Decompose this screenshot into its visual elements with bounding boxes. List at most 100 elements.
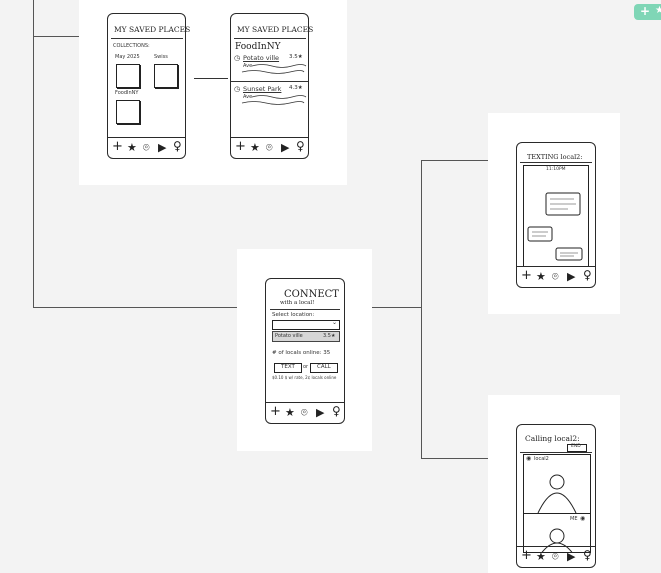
pricing-footnote: $0.10 $ w/ rate, 2¢ locals online xyxy=(272,375,337,380)
pin-icon[interactable]: ⌾ xyxy=(552,550,559,563)
star-icon[interactable]: ★ xyxy=(127,141,137,154)
title-underline xyxy=(270,309,340,310)
bottom-nav: + ★ ⌾ ▶ ♀ xyxy=(231,137,308,158)
page-subtitle: with a local! xyxy=(280,300,315,306)
record-icon: ◉ xyxy=(580,515,586,522)
connector-right-top xyxy=(421,160,488,162)
person-icon[interactable]: ♀ xyxy=(583,268,592,282)
scribble-lines xyxy=(241,95,307,105)
select-location-label: Select location: xyxy=(272,312,315,318)
flow-arrow xyxy=(194,78,228,80)
option-rating: 3.5★ xyxy=(323,333,336,339)
place-name: Potato ville xyxy=(243,54,280,62)
connector-right-bottom xyxy=(421,458,488,460)
star-icon[interactable]: ★ xyxy=(285,406,295,419)
collection-label-may: May 2025 xyxy=(115,54,140,60)
collection-label-food: FoodInNY xyxy=(115,90,139,96)
connector-left-top xyxy=(33,36,79,38)
video-icon[interactable]: ▶ xyxy=(281,141,290,154)
phone-connect: CONNECT with a local! Select location: ⌄… xyxy=(265,278,345,424)
place-rating: 3.5★ xyxy=(289,54,303,60)
locals-online-count: # of locals online: 35 xyxy=(272,350,331,356)
chat-area: 11:10PM xyxy=(523,165,589,267)
video-icon[interactable]: ▶ xyxy=(567,550,576,563)
end-call-label: END xyxy=(571,444,581,449)
collection-heading: FoodInNY xyxy=(235,42,281,52)
person-icon[interactable]: ♀ xyxy=(332,404,341,418)
remote-video: ◉ local2 xyxy=(523,454,591,514)
connector-right-main xyxy=(372,307,422,309)
card-texting: TEXTING local2: 11:10PM + ★ ⌾ ▶ ♀ xyxy=(488,113,620,314)
place-name: Sunset Park xyxy=(243,85,282,93)
page-title: CONNECT xyxy=(284,289,339,300)
or-label: or xyxy=(303,364,309,370)
phone-calling: Calling local2: END ◉ local2 ME ◉ + ★ ⌾ … xyxy=(516,424,596,568)
pin-icon[interactable]: ⌾ xyxy=(552,270,559,283)
connector-left-vertical xyxy=(33,0,35,308)
collection-label-swiss: Swiss xyxy=(154,54,168,60)
star-icon[interactable]: ★ xyxy=(655,5,661,16)
call-button[interactable]: CALL xyxy=(310,363,338,373)
person-figure-icon xyxy=(541,528,573,552)
divider xyxy=(231,81,308,82)
place-rating: 4.3★ xyxy=(289,85,303,91)
star-icon[interactable]: ★ xyxy=(250,141,260,154)
add-icon[interactable]: + xyxy=(112,139,123,154)
clock-icon: ◷ xyxy=(234,85,241,93)
text-button-label: TEXT xyxy=(281,364,295,370)
bottom-nav: + ★ ⌾ ▶ ♀ xyxy=(517,266,595,287)
chat-timestamp: 11:10PM xyxy=(546,167,566,172)
chevron-down-icon: ⌄ xyxy=(331,319,337,326)
card-saved-places: MY SAVED PLACES COLLECTIONS: May 2025 Sw… xyxy=(79,0,347,185)
title-underline xyxy=(520,452,592,453)
video-icon[interactable]: ▶ xyxy=(316,406,325,419)
option-name: Potato ville xyxy=(275,333,303,339)
collections-label: COLLECTIONS: xyxy=(113,43,150,49)
title-underline xyxy=(234,38,306,39)
chat-bubbles xyxy=(527,192,583,261)
title-underline xyxy=(520,162,592,163)
phone-texting: TEXTING local2: 11:10PM + ★ ⌾ ▶ ♀ xyxy=(516,142,596,288)
text-button[interactable]: TEXT xyxy=(274,363,302,373)
phone-saved-collections: MY SAVED PLACES COLLECTIONS: May 2025 Sw… xyxy=(107,13,190,159)
record-icon: ◉ xyxy=(526,455,532,462)
card-connect: CONNECT with a local! Select location: ⌄… xyxy=(237,249,372,451)
pin-icon[interactable]: ⌾ xyxy=(143,141,150,154)
add-icon[interactable]: + xyxy=(521,268,532,283)
page-title: MY SAVED PLACES xyxy=(237,25,314,34)
place-entry[interactable]: ◷ Sunset Park 4.3★ Ave xyxy=(234,85,307,113)
add-icon[interactable]: + xyxy=(270,404,281,419)
collection-thumb-food[interactable] xyxy=(116,100,140,124)
clock-icon: ◷ xyxy=(234,54,241,62)
remote-name: local2 xyxy=(534,456,549,462)
pin-icon[interactable]: ⌾ xyxy=(266,141,273,154)
phone-saved-detail: MY SAVED PLACES FoodInNY ◷ Potato ville … xyxy=(230,13,313,159)
bottom-nav: + ★ ⌾ ▶ ♀ xyxy=(266,402,344,423)
location-option-selected[interactable]: Potato ville 3.5★ xyxy=(272,331,340,342)
pin-icon[interactable]: ⌾ xyxy=(301,406,308,419)
self-name: ME xyxy=(570,516,578,522)
person-icon[interactable]: ♀ xyxy=(173,139,182,153)
title-underline xyxy=(111,38,183,39)
self-video: ME ◉ xyxy=(523,513,591,553)
call-button-label: CALL xyxy=(317,364,331,370)
collection-thumb-swiss[interactable] xyxy=(154,64,178,88)
person-figure-icon xyxy=(537,474,577,514)
add-icon[interactable]: + xyxy=(235,139,246,154)
add-icon[interactable]: + xyxy=(521,548,532,563)
video-icon[interactable]: ▶ xyxy=(158,141,167,154)
star-icon[interactable]: ★ xyxy=(536,270,546,283)
person-icon[interactable]: ♀ xyxy=(583,548,592,562)
star-icon[interactable]: ★ xyxy=(536,550,546,563)
location-select[interactable]: ⌄ xyxy=(272,319,340,330)
bottom-nav: + ★ ⌾ ▶ ♀ xyxy=(517,546,595,567)
video-icon[interactable]: ▶ xyxy=(567,270,576,283)
page-title: MY SAVED PLACES xyxy=(114,25,191,34)
collection-thumb-may[interactable] xyxy=(116,64,140,88)
person-icon[interactable]: ♀ xyxy=(296,139,305,153)
connector-left-bottom xyxy=(33,307,237,309)
place-entry[interactable]: ◷ Potato ville 3.5★ Ave xyxy=(234,54,307,82)
end-call-button[interactable]: END xyxy=(567,444,587,452)
board-toolbar[interactable]: + ★ xyxy=(634,4,661,20)
add-icon[interactable]: + xyxy=(640,4,651,18)
